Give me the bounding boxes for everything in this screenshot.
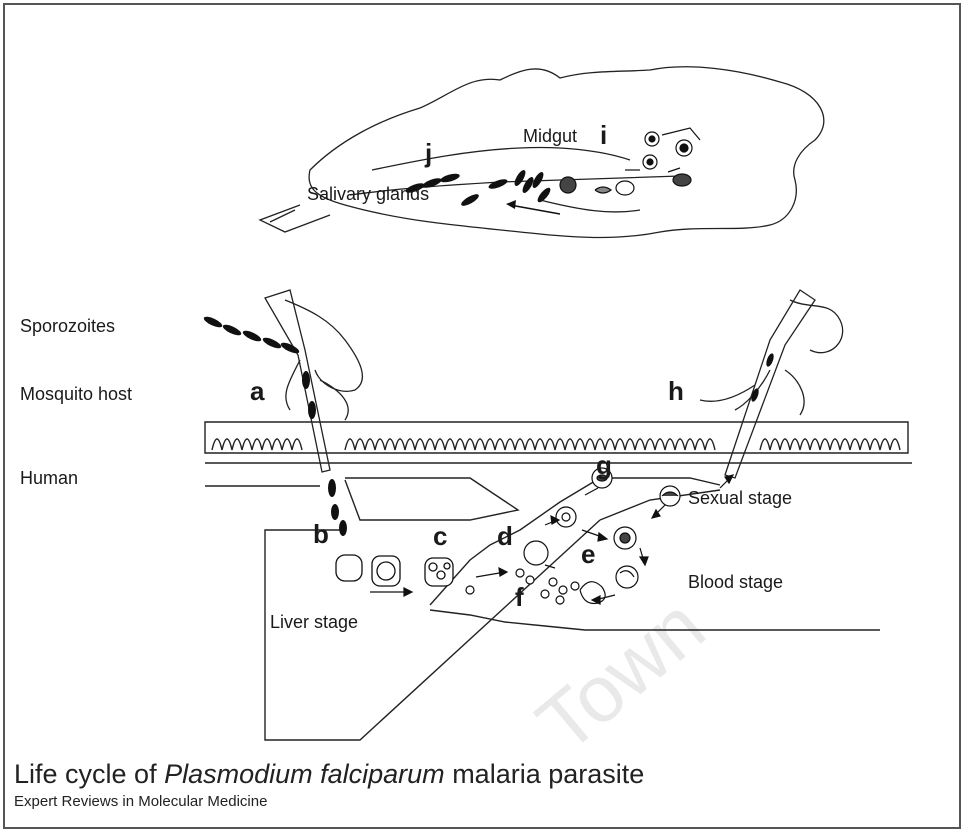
- caption-species: Plasmodium falciparum: [164, 759, 445, 789]
- blood-stage-label: Blood stage: [688, 572, 783, 592]
- sporozoites-label: Sporozoites: [20, 316, 115, 336]
- right-proboscis-gametocytes: [750, 352, 775, 402]
- stage-letter-i: i: [600, 120, 607, 150]
- stage-letter-b: b: [313, 519, 329, 549]
- caption-source: Expert Reviews in Molecular Medicine: [14, 791, 944, 813]
- sporozoite-stream: [202, 315, 347, 536]
- stage-letter-g: g: [596, 450, 612, 480]
- left-proboscis: [265, 290, 362, 472]
- stage-letter-h: h: [668, 376, 684, 406]
- sexual-stage-label: Sexual stage: [688, 488, 792, 508]
- arrowhead: [506, 200, 516, 209]
- stage-letter-d: d: [497, 521, 513, 551]
- midgut-label: Midgut: [523, 126, 577, 146]
- caption-title: Life cycle of Plasmodium falciparum mala…: [14, 757, 944, 791]
- mosquito-body: [260, 67, 824, 238]
- liver-stage-cells: [336, 555, 453, 586]
- liver-stage-label: Liver stage: [270, 612, 358, 632]
- midgut-to-gland-arrow: [510, 205, 560, 214]
- stage-letter-a: a: [250, 376, 265, 406]
- right-proboscis: [700, 290, 843, 478]
- human-label: Human: [20, 468, 78, 488]
- stage-letter-j: j: [424, 138, 432, 168]
- midgut-parasites: [560, 128, 700, 195]
- caption-title-prefix: Life cycle of: [14, 759, 164, 789]
- stage-letter-e: e: [581, 539, 595, 569]
- caption-title-suffix: malaria parasite: [445, 759, 645, 789]
- stage-letter-f: f: [515, 582, 524, 612]
- figure-caption: Life cycle of Plasmodium falciparum mala…: [14, 757, 944, 813]
- stage-letter-c: c: [433, 521, 447, 551]
- salivary-glands-label: Salivary glands: [307, 184, 429, 204]
- mosquito-host-label: Mosquito host: [20, 384, 132, 404]
- skin-layer: [205, 422, 908, 453]
